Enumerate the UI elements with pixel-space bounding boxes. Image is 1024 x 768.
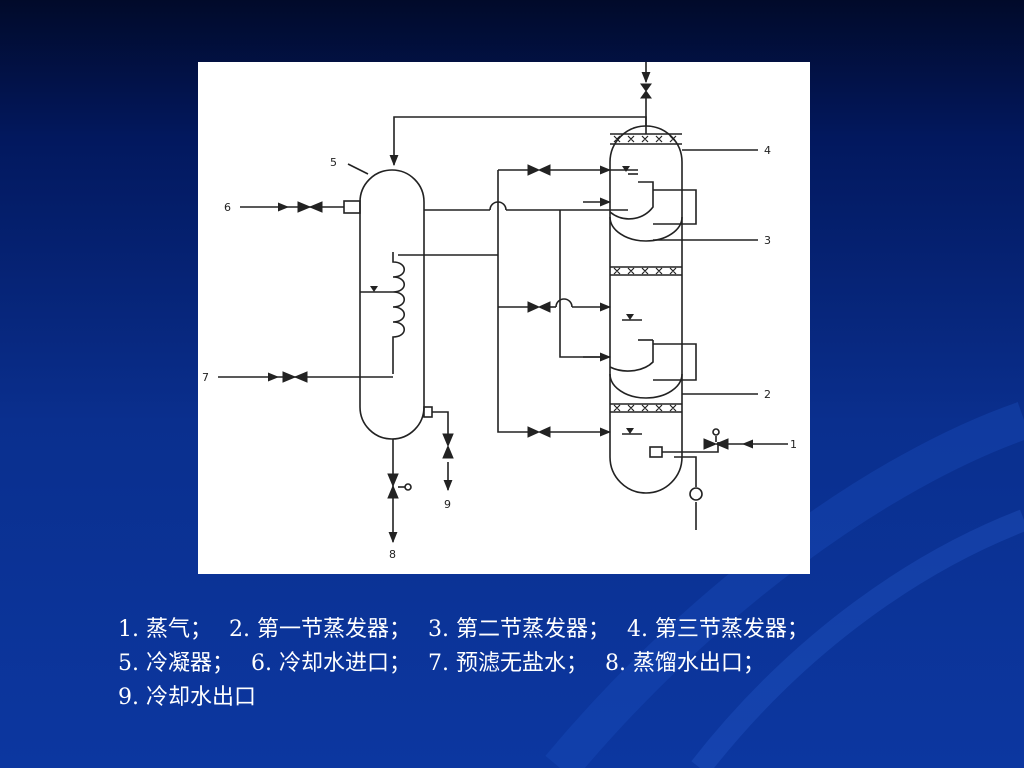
label-1: 1 xyxy=(790,438,797,451)
label-6: 6 xyxy=(224,201,231,214)
label-2: 2 xyxy=(764,388,771,401)
process-flow-svg: 4 3 2 1 5 6 7 8 9 xyxy=(202,62,797,561)
valve-feed-top xyxy=(527,164,551,176)
valve-top xyxy=(640,83,652,99)
legend-item: 7. 预滤无盐水； xyxy=(427,651,588,676)
label-5: 5 xyxy=(330,156,337,169)
legend-item: 2. 第一节蒸发器； xyxy=(228,617,411,642)
valve-steam xyxy=(703,438,729,450)
legend-item: 5. 冷凝器； xyxy=(118,651,234,676)
legend-item: 8. 蒸馏水出口； xyxy=(604,651,765,676)
valve-outlet-8 xyxy=(387,473,399,499)
label-4: 4 xyxy=(764,144,771,157)
valve-line-6 xyxy=(297,201,323,213)
evaporator-column xyxy=(609,125,683,494)
label-8: 8 xyxy=(389,548,396,561)
legend-item: 1. 蒸气； xyxy=(118,617,212,642)
legend-item: 9. 冷却水出口 xyxy=(118,685,256,710)
label-7: 7 xyxy=(202,371,209,384)
label-3: 3 xyxy=(764,234,771,247)
condenser-vessel xyxy=(359,169,425,440)
legend-item: 3. 第二节蒸发器； xyxy=(427,617,610,642)
valve-outlet-9 xyxy=(442,433,454,459)
evaporator-diagram: 4 3 2 1 5 6 7 8 9 xyxy=(198,62,810,574)
valve-feed-bottom xyxy=(527,426,551,438)
legend-item: 4. 第三节蒸发器； xyxy=(626,617,809,642)
condenser-coil xyxy=(392,252,406,374)
valve-feed-mid xyxy=(527,301,551,313)
legend-caption: 1. 蒸气； 2. 第一节蒸发器； 3. 第二节蒸发器； 4. 第三节蒸发器； … xyxy=(118,613,918,715)
valve-line-7 xyxy=(282,371,308,383)
label-9: 9 xyxy=(444,498,451,511)
legend-item: 6. 冷却水进口； xyxy=(250,651,411,676)
